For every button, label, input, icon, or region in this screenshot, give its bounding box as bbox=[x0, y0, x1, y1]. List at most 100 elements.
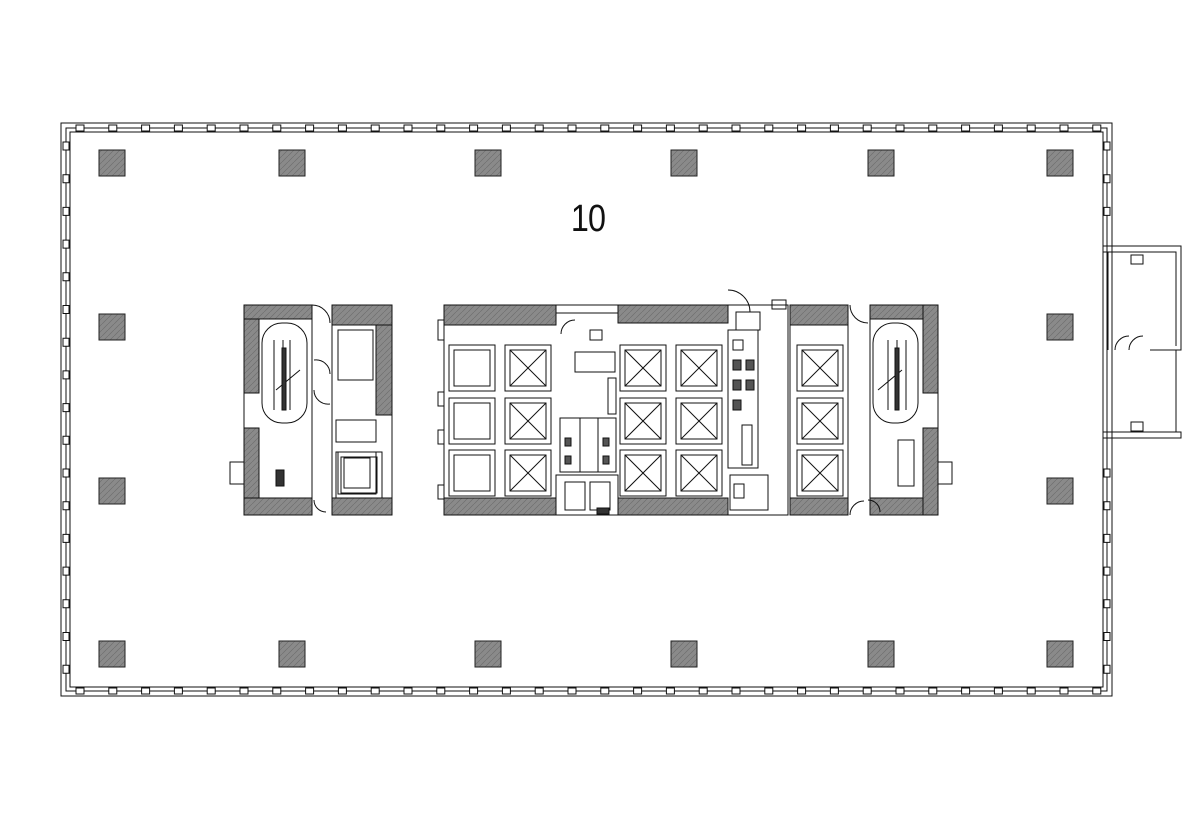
mullion bbox=[962, 125, 970, 131]
mullion bbox=[207, 125, 215, 131]
column-icon bbox=[99, 478, 125, 504]
mullion bbox=[63, 207, 69, 215]
mullion bbox=[63, 567, 69, 575]
mullion bbox=[306, 688, 314, 694]
mullion bbox=[76, 125, 84, 131]
east-annex bbox=[1103, 246, 1181, 438]
mullion bbox=[601, 125, 609, 131]
mullion bbox=[207, 688, 215, 694]
mullion bbox=[63, 371, 69, 379]
mullion bbox=[240, 125, 248, 131]
column-icon bbox=[475, 641, 501, 667]
mullions bbox=[63, 125, 1110, 694]
west-core bbox=[230, 305, 392, 515]
mullion bbox=[863, 125, 871, 131]
mullion bbox=[174, 688, 182, 694]
elevator-icon bbox=[620, 398, 666, 444]
mullion bbox=[634, 688, 642, 694]
mullion bbox=[1093, 688, 1101, 694]
elevator-icon bbox=[449, 398, 495, 444]
mullion bbox=[404, 688, 412, 694]
column-icon bbox=[99, 150, 125, 176]
mullion bbox=[568, 688, 576, 694]
mullion bbox=[174, 125, 182, 131]
mullion bbox=[929, 125, 937, 131]
mullion bbox=[142, 125, 150, 131]
mullion bbox=[732, 688, 740, 694]
mullion bbox=[240, 688, 248, 694]
column-icon bbox=[1047, 150, 1073, 176]
mullion bbox=[863, 688, 871, 694]
mullion bbox=[109, 688, 117, 694]
column-icon bbox=[671, 641, 697, 667]
elevator-icon bbox=[449, 450, 495, 496]
mullion bbox=[273, 125, 281, 131]
east-core bbox=[790, 305, 952, 515]
column-icon bbox=[1047, 478, 1073, 504]
column-icon bbox=[868, 150, 894, 176]
mullion bbox=[896, 125, 904, 131]
mullion bbox=[371, 688, 379, 694]
mullion bbox=[63, 600, 69, 608]
building-outline bbox=[61, 123, 1112, 696]
mullion bbox=[1104, 142, 1110, 150]
mullion bbox=[63, 534, 69, 542]
mullion bbox=[63, 175, 69, 183]
mullion bbox=[1104, 502, 1110, 510]
columns bbox=[99, 150, 1073, 667]
column-icon bbox=[868, 641, 894, 667]
mullion bbox=[502, 125, 510, 131]
mullion bbox=[1104, 633, 1110, 641]
mullion bbox=[962, 688, 970, 694]
mullion bbox=[535, 125, 543, 131]
elevator-icon bbox=[336, 452, 382, 498]
mullion bbox=[1104, 567, 1110, 575]
mullion bbox=[994, 688, 1002, 694]
mullion bbox=[63, 306, 69, 314]
mullion bbox=[142, 688, 150, 694]
mullion bbox=[929, 688, 937, 694]
mullion bbox=[63, 469, 69, 477]
elevator-icon bbox=[797, 345, 843, 391]
mullion bbox=[1104, 469, 1110, 477]
mullion bbox=[666, 688, 674, 694]
mullion bbox=[63, 338, 69, 346]
elevator-icon bbox=[797, 398, 843, 444]
column-icon bbox=[1047, 314, 1073, 340]
mullion bbox=[470, 688, 478, 694]
elevator-icon bbox=[676, 450, 722, 496]
elevator-icon bbox=[505, 345, 551, 391]
mullion bbox=[273, 688, 281, 694]
column-icon bbox=[1047, 641, 1073, 667]
elevator-icon bbox=[676, 345, 722, 391]
column-icon bbox=[99, 314, 125, 340]
mullion bbox=[404, 125, 412, 131]
mullion bbox=[338, 688, 346, 694]
mullion bbox=[634, 125, 642, 131]
mullion bbox=[1104, 665, 1110, 673]
mullion bbox=[798, 688, 806, 694]
mullion bbox=[896, 688, 904, 694]
mullion bbox=[830, 688, 838, 694]
mullion bbox=[76, 688, 84, 694]
mullion bbox=[1027, 688, 1035, 694]
mullion bbox=[699, 125, 707, 131]
elevator-icon bbox=[505, 450, 551, 496]
column-icon bbox=[475, 150, 501, 176]
mullion bbox=[63, 240, 69, 248]
column-icon bbox=[279, 641, 305, 667]
mullion bbox=[1060, 125, 1068, 131]
mullion bbox=[437, 688, 445, 694]
mullion bbox=[798, 125, 806, 131]
mullion bbox=[1104, 207, 1110, 215]
mullion bbox=[1027, 125, 1035, 131]
mullion bbox=[1104, 600, 1110, 608]
mullion bbox=[63, 404, 69, 412]
elevators bbox=[336, 345, 843, 498]
central-core bbox=[438, 290, 788, 515]
mullion bbox=[338, 125, 346, 131]
mullion bbox=[1060, 688, 1068, 694]
mullion bbox=[63, 273, 69, 281]
mullion bbox=[1104, 534, 1110, 542]
